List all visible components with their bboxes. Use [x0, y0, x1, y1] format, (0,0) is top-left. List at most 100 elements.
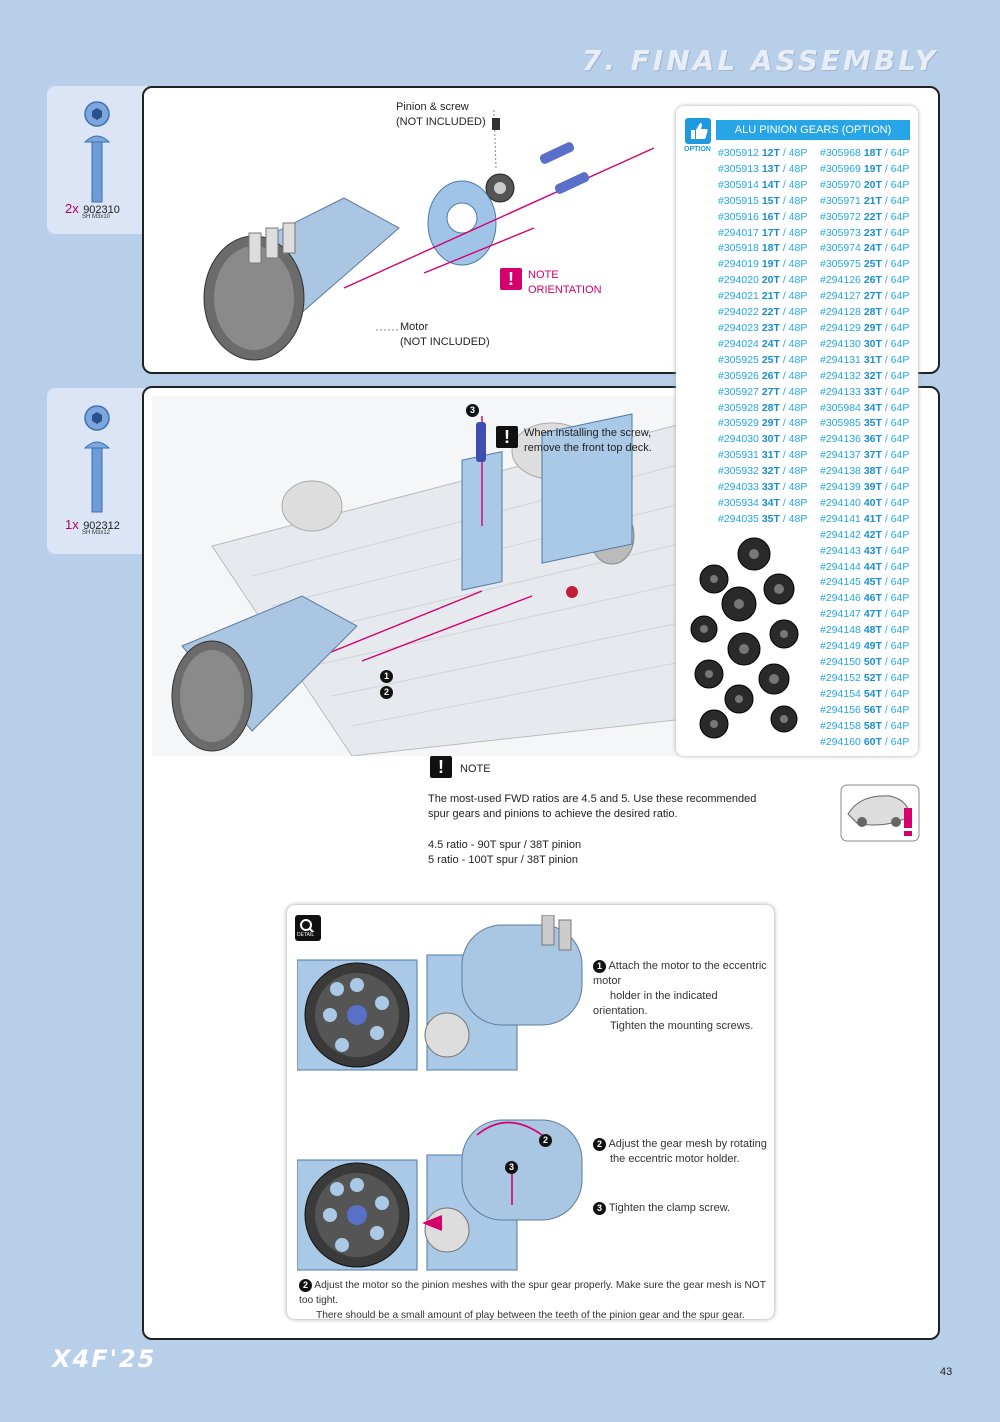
- pitch: 64P: [890, 671, 910, 684]
- part-number: #305985: [820, 417, 861, 430]
- tooth-count: 30T: [863, 337, 882, 350]
- part-number: #294142: [820, 528, 861, 541]
- tooth-count: 60T: [863, 735, 882, 748]
- part-number: #294150: [820, 656, 861, 668]
- motor-mount-illustration-1: [297, 915, 583, 1071]
- part-number: #294149: [820, 640, 861, 653]
- pitch: 48P: [788, 194, 808, 207]
- pinion-row: #294136 36T / 64P: [820, 433, 910, 446]
- pitch: 64P: [890, 560, 910, 573]
- pitch: 64P: [890, 290, 910, 303]
- tooth-count: 35T: [761, 512, 780, 525]
- pitch: 48P: [788, 258, 808, 271]
- pitch: 48P: [788, 417, 808, 430]
- pitch: 64P: [890, 449, 910, 462]
- part-number: #294017: [718, 226, 759, 239]
- motor-label: Motor: [400, 321, 429, 333]
- tooth-count: 21T: [761, 290, 780, 303]
- pitch: 64P: [890, 433, 910, 446]
- step-number-2: 2: [299, 1279, 312, 1292]
- part-number: #294152: [820, 671, 861, 684]
- pitch: 48P: [788, 353, 808, 366]
- part-number: #305974: [820, 242, 861, 255]
- pitch: 64P: [890, 369, 910, 382]
- detail-step1-text-2: holder in the indicated orientation.: [593, 990, 718, 1017]
- pitch: 48P: [788, 369, 808, 382]
- part-number: #294132: [820, 369, 861, 382]
- pinion-row: #294137 37T / 64P: [820, 449, 910, 462]
- part-number: #294133: [820, 385, 861, 398]
- screw-note: When installing the screw,: [524, 427, 652, 439]
- pinion-row: #294141 41T / 64P: [820, 512, 910, 525]
- part-number: #294024: [718, 337, 759, 350]
- pinion-row: #294147 47T / 64P: [820, 608, 910, 621]
- pinion-row: #305912 12T / 48P: [718, 147, 808, 159]
- part-number: #294143: [820, 544, 861, 557]
- pinion-row: #305934 34T / 48P: [718, 496, 808, 509]
- pitch: 64P: [890, 608, 910, 621]
- motor-mount-illustration-2: [297, 1119, 583, 1271]
- part-number: #305912: [718, 147, 759, 159]
- pinion-row: #305971 21T / 64P: [820, 194, 910, 207]
- pitch: 64P: [890, 576, 910, 589]
- pinion-row: #294148 48T / 64P: [820, 624, 910, 637]
- part-number: #305975: [820, 258, 861, 271]
- part-number: #294022: [718, 306, 759, 319]
- pinion-row: #294156 56T / 64P: [820, 703, 910, 716]
- pitch: 64P: [890, 687, 910, 700]
- motor-label-2: (NOT INCLUDED): [400, 336, 490, 348]
- tooth-count: 30T: [761, 433, 780, 446]
- pitch: 64P: [890, 640, 910, 653]
- note-text-2: spur gears and pinions to achieve the de…: [428, 808, 678, 820]
- part-number: #294158: [820, 719, 861, 732]
- pinion-row: #305926 26T / 48P: [718, 369, 808, 382]
- step-number-3: 3: [505, 1161, 518, 1174]
- tooth-count: 58T: [863, 719, 882, 732]
- detail-step1-text-3: Tighten the mounting screws.: [610, 1020, 754, 1032]
- part-number: #294140: [820, 496, 861, 509]
- pitch: 48P: [788, 385, 808, 398]
- pitch: 64P: [890, 306, 910, 319]
- screw-qty: 2x: [65, 201, 79, 216]
- pitch: 64P: [890, 242, 910, 255]
- pinion-label: Pinion & screw: [396, 101, 469, 113]
- tooth-count: 46T: [863, 592, 882, 605]
- tooth-count: 15T: [761, 194, 780, 207]
- pitch: 64P: [890, 735, 910, 748]
- tooth-count: 32T: [863, 369, 882, 382]
- tooth-count: 39T: [863, 481, 882, 494]
- screw-tab-2: 1x 902312 SH M3x12: [47, 388, 147, 554]
- pinion-row: #294140 40T / 64P: [820, 496, 910, 509]
- pinion-gears-photo: [690, 537, 799, 739]
- warning-icon: !: [496, 426, 518, 448]
- tooth-count: 32T: [761, 465, 780, 478]
- pitch: 64P: [890, 274, 910, 287]
- note-text: The most-used FWD ratios are 4.5 and 5. …: [428, 793, 757, 805]
- pitch: 48P: [788, 306, 808, 319]
- pinion-row: #305931 31T / 48P: [718, 449, 808, 462]
- warning-icon: !: [430, 756, 452, 778]
- pitch: 48P: [788, 449, 808, 462]
- pitch: 48P: [788, 147, 808, 159]
- tooth-count: 28T: [863, 306, 882, 319]
- product-logo: X4F'25: [52, 1345, 157, 1373]
- motor-exploded-illustration: [203, 109, 654, 361]
- thumbs-up-icon: [685, 118, 711, 144]
- pinion-row: #305975 25T / 64P: [820, 258, 910, 271]
- part-number: #305913: [718, 162, 759, 175]
- pitch: 64P: [890, 353, 910, 366]
- detail-step3-text: Tighten the clamp screw.: [608, 1202, 731, 1214]
- option-title: ALU PINION GEARS (OPTION): [716, 120, 910, 140]
- part-number: #294020: [718, 274, 759, 287]
- pitch: 64P: [890, 337, 910, 350]
- option-badge: OPTION: [684, 146, 711, 153]
- pitch: 64P: [890, 496, 910, 509]
- pitch: 64P: [890, 385, 910, 398]
- section-title: 7. FINAL ASSEMBLY: [581, 44, 938, 77]
- pinion-row: #294022 22T / 48P: [718, 306, 808, 319]
- pitch: 48P: [788, 178, 808, 191]
- step-number-3: 3: [593, 1202, 606, 1215]
- pinion-list-64p: #305968 18T / 64P#305969 19T / 64P#30597…: [820, 146, 909, 750]
- tooth-count: 36T: [863, 433, 882, 446]
- part-number: #305918: [718, 242, 759, 255]
